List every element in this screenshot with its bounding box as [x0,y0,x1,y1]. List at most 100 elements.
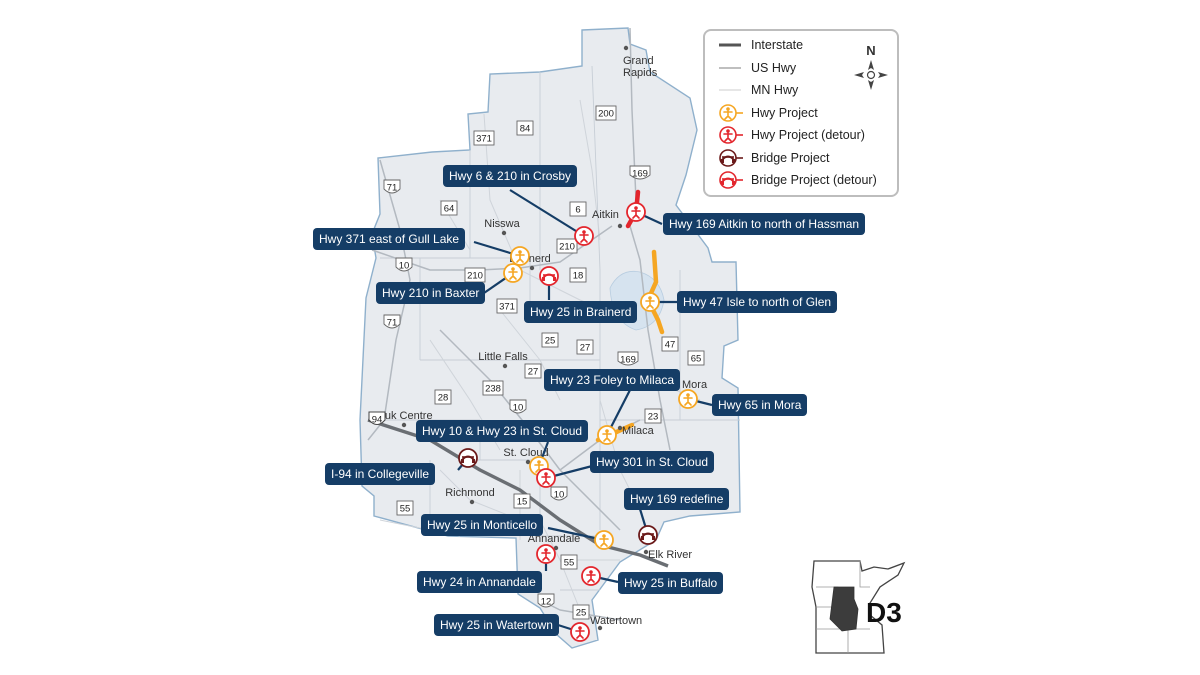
project-markers [458,202,698,642]
highway-shield-371: 371 [496,298,518,314]
svg-text:169: 169 [632,169,648,180]
project-callout[interactable]: Hwy 10 & Hwy 23 in St. Cloud [416,420,589,442]
highway-shield-27: 27 [576,339,594,355]
legend-item: Bridge Project (detour) [717,170,877,190]
legend-line-swatch [719,66,741,69]
project-callout[interactable]: Hwy 47 Isle to north of Glen [677,291,838,313]
project-marker-15 [581,566,601,586]
svg-text:Mora: Mora [682,379,708,391]
bridge-icon [719,171,743,189]
project-callout[interactable]: Hwy 301 in St. Cloud [590,451,715,473]
highway-shield-27: 27 [524,363,542,379]
worker-icon [719,103,743,122]
legend-label: Bridge Project (detour) [751,173,877,187]
legend-label: Interstate [751,38,804,52]
highway-shield-6: 6 [569,201,587,217]
highway-shield-12: 12 [537,593,555,608]
highway-shield-64: 64 [440,200,458,216]
legend-line-swatch [719,89,741,91]
bridge-icon [719,148,743,167]
svg-text:Sauk Centre: Sauk Centre [371,410,432,422]
city-watertown: Watertown [590,615,642,631]
svg-text:27: 27 [528,367,539,378]
svg-text:18: 18 [573,271,584,282]
svg-text:Little Falls: Little Falls [478,351,528,363]
project-callout[interactable]: Hwy 65 in Mora [712,394,808,416]
highway-shield-15: 15 [513,493,531,509]
legend-line-swatch [719,43,741,47]
highway-shield-169: 169 [629,165,651,180]
city-annandale: Annandale [528,533,580,551]
svg-text:84: 84 [520,124,531,135]
svg-text:371: 371 [476,134,492,145]
highway-shield-169: 169 [617,351,639,366]
highway-shield-210: 210 [556,238,578,254]
highway-shield-84: 84 [516,120,534,136]
legend-item: Bridge Project [717,148,830,168]
legend-item: Interstate [717,35,803,55]
svg-text:55: 55 [564,558,575,569]
district-3-highlight [829,586,859,632]
svg-text:200: 200 [598,109,614,120]
minnesota-inset-map [811,560,906,654]
compass-icon: N [854,43,888,90]
highway-shield-25: 25 [572,604,590,620]
project-marker-13 [594,530,614,550]
project-callout[interactable]: Hwy 169 Aitkin to north of Hassman [663,213,866,235]
highway-shield-238: 238 [482,380,504,396]
project-marker-6 [640,292,660,312]
project-marker-16 [570,622,590,642]
project-marker-8 [678,389,698,409]
legend-label: Hwy Project (detour) [751,128,865,142]
highway-shield-55: 55 [396,500,414,516]
project-marker-3 [510,246,530,266]
project-callout[interactable]: Hwy 24 in Annandale [417,571,542,593]
project-callout[interactable]: Hwy 6 & 210 in Crosby [443,165,578,187]
highway-shield-65: 65 [687,350,705,366]
city-aitkin: Aitkin [592,209,623,229]
svg-text:28: 28 [438,393,449,404]
svg-text:12: 12 [541,597,552,608]
svg-text:25: 25 [576,608,587,619]
project-marker-1 [574,226,594,246]
highway-shield-371: 371 [473,130,495,146]
highway-shield-55: 55 [560,554,578,570]
highway-shield-210: 210 [464,267,486,283]
project-callout[interactable]: Hwy 25 in Brainerd [524,301,638,323]
project-marker-7 [597,425,617,445]
legend-label: Hwy Project [751,105,818,120]
svg-text:23: 23 [648,412,659,423]
svg-text:10: 10 [399,261,410,272]
project-callout[interactable]: Hwy 169 redefine [624,488,730,510]
highway-shield-71: 71 [383,179,401,194]
project-callout[interactable]: Hwy 371 east of Gull Lake [313,228,466,250]
legend-label: MN Hwy [751,83,799,97]
highway-shield-28: 28 [434,389,452,405]
city-richmond: Richmond [445,487,495,505]
project-callout[interactable]: Hwy 25 in Buffalo [618,572,724,594]
svg-text:Elk River: Elk River [648,549,692,561]
project-callout[interactable]: Hwy 23 Foley to Milaca [544,369,681,391]
project-marker-11 [536,468,556,488]
svg-text:Milaca: Milaca [622,425,655,437]
svg-text:47: 47 [665,340,676,351]
svg-text:210: 210 [467,271,483,282]
project-callout[interactable]: Hwy 25 in Watertown [434,614,559,636]
project-marker-5 [539,266,559,286]
svg-text:10: 10 [554,490,565,501]
svg-text:94: 94 [372,415,383,426]
highway-shields: 371 84 200 71 64 6 169 10 210 210 18 371 71 25 27 169 47… [368,105,705,620]
project-callout[interactable]: Hwy 210 in Baxter [376,282,486,304]
project-callout[interactable]: Hwy 25 in Monticello [421,514,544,536]
project-marker-14 [536,544,556,564]
highway-shield-10: 10 [509,399,527,414]
highway-shield-71: 71 [383,314,401,329]
project-callout[interactable]: I-94 in Collegeville [325,463,436,485]
highway-shield-47: 47 [661,336,679,352]
svg-text:St. Cloud: St. Cloud [503,447,548,459]
svg-text:238: 238 [485,384,501,395]
svg-text:210: 210 [559,242,575,253]
project-marker-2 [626,202,646,222]
